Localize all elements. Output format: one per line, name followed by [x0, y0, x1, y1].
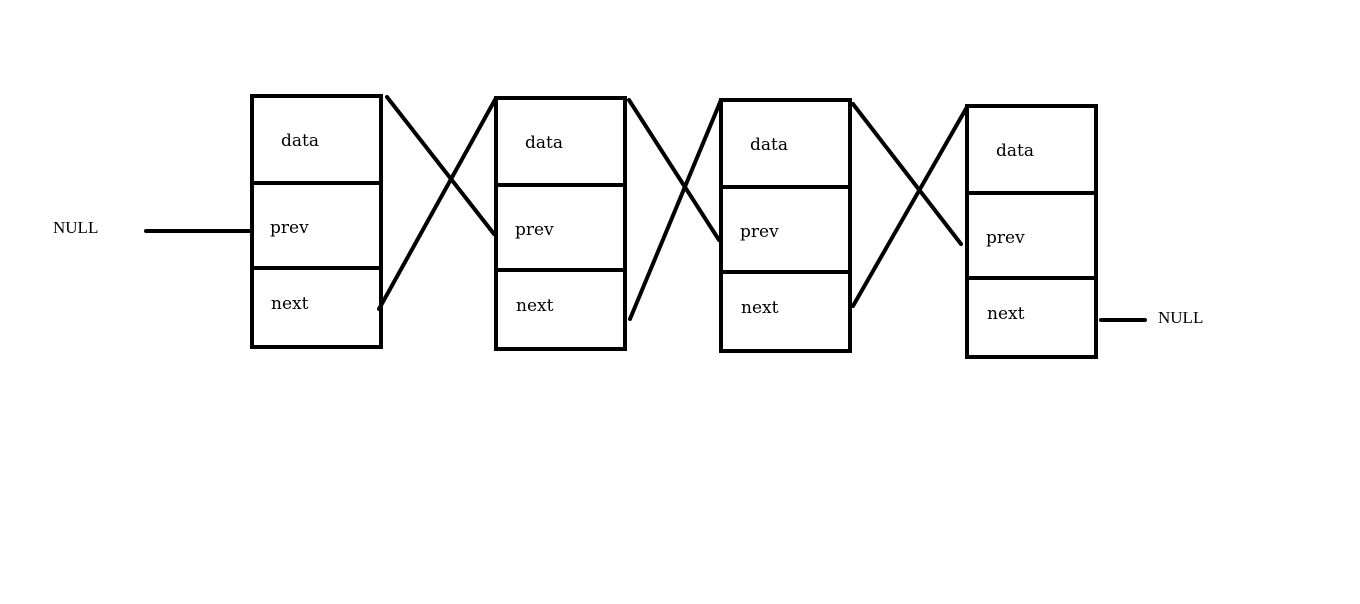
node-3-next-label: next: [741, 298, 779, 318]
node-1-box: [250, 94, 383, 349]
node-3-box: [719, 98, 852, 353]
node-1-data-label: data: [281, 131, 319, 151]
link-3-next-to-4: [851, 105, 969, 308]
node-2-box: [494, 96, 627, 351]
node-4-prev-label: prev: [986, 228, 1025, 248]
node-4-next-label: next: [987, 304, 1025, 324]
list-node-1: data prev next: [250, 94, 383, 349]
null-left-label: NULL: [53, 218, 98, 237]
node-4-data-label: data: [996, 141, 1034, 161]
link-4-prev-to-3: [851, 102, 963, 246]
link-2-prev-to-1: [385, 95, 496, 236]
null-right-label: NULL: [1158, 308, 1203, 327]
node-2-data-label: data: [525, 133, 563, 153]
node-2-next-label: next: [516, 296, 554, 316]
list-node-3: data prev next: [719, 98, 852, 353]
node-1-next-label: next: [271, 294, 309, 314]
node-1-prev-label: prev: [270, 218, 309, 238]
node-3-data-label: data: [750, 135, 788, 155]
link-2-next-to-3: [628, 98, 723, 321]
list-node-4: data prev next: [965, 104, 1098, 359]
link-1-next-to-2: [377, 96, 498, 311]
link-3-prev-to-2: [627, 98, 721, 242]
node-2-prev-label: prev: [515, 220, 554, 240]
node-4-box: [965, 104, 1098, 359]
node-3-prev-label: prev: [740, 222, 779, 242]
list-node-2: data prev next: [494, 96, 627, 351]
